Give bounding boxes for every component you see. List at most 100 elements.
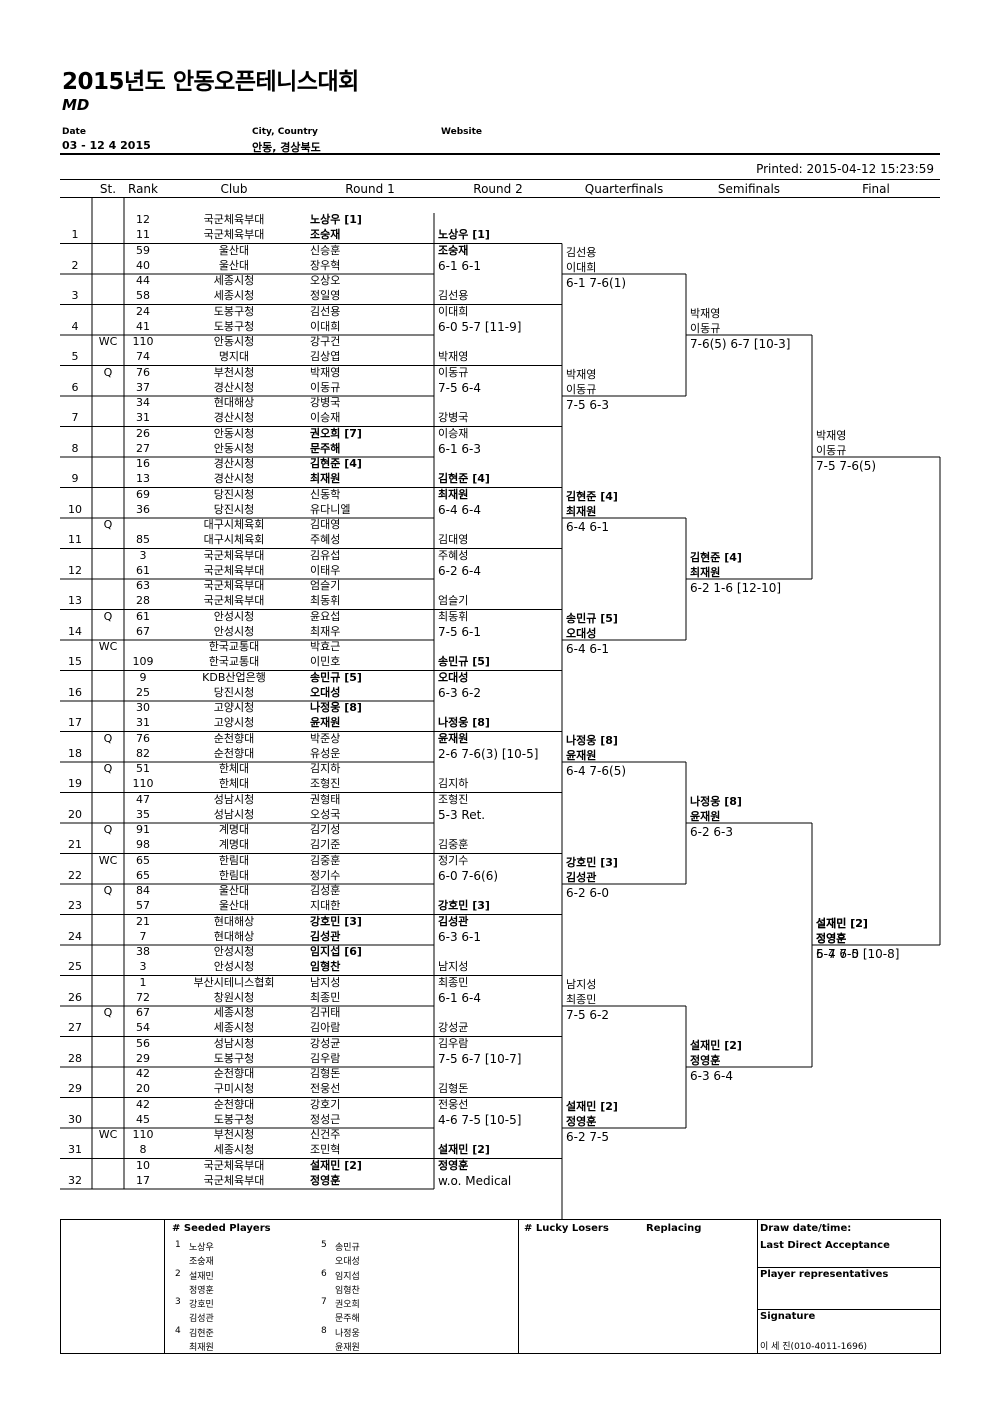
draw-position: 7 — [71, 411, 79, 425]
winner-partner: 정기수 — [438, 853, 469, 867]
col-header-quarterfinals: Quarterfinals — [584, 182, 664, 196]
club-cell: 명지대 — [218, 350, 250, 364]
printed-timestamp: Printed: 2015-04-12 15:23:59 — [756, 162, 934, 176]
qf-winner-name: 강호민 [3] — [566, 855, 618, 869]
status-cell: Q — [103, 884, 113, 897]
rank-cell: 85 — [136, 533, 150, 547]
seed-player: 강호민 — [189, 1300, 214, 1310]
final-winner-name: 박재영 — [816, 428, 847, 442]
match-score: 7-5 6-1 — [438, 624, 482, 639]
seed-number: 7 — [321, 1297, 327, 1307]
winner-partner: 최재원 — [438, 487, 469, 501]
status-cell: Q — [103, 731, 113, 745]
footer-divider — [757, 1309, 940, 1310]
player-name: 김성관 — [310, 929, 341, 943]
winner-name: 김대영 — [438, 533, 469, 547]
player-name: 조민혁 — [310, 1143, 341, 1157]
rank-cell: 110 — [132, 335, 154, 348]
player-name: 윤재원 — [310, 716, 341, 730]
player-name: 조형진 — [310, 777, 341, 791]
player-name: 장우혁 — [310, 258, 341, 272]
player-name: 오대성 — [310, 685, 341, 699]
rank-cell: 74 — [136, 350, 150, 364]
player-name: 김상엽 — [310, 350, 341, 364]
sf-winner-name: 설재민 [2] — [690, 1038, 742, 1052]
qf-winner-partner: 이대희 — [566, 260, 597, 274]
club-cell: 도봉구청 — [213, 304, 255, 318]
rank-cell: 67 — [136, 1006, 150, 1019]
seed-player: 김현준 — [189, 1328, 214, 1339]
seed-player: 설재민 — [189, 1271, 214, 1282]
club-cell: 대구시체육회 — [203, 518, 265, 531]
col-header-club: Club — [220, 182, 248, 196]
club-cell: 안성시청 — [213, 609, 255, 623]
player-name: 강구건 — [310, 335, 341, 348]
player-name: 권오희 [7] — [310, 426, 362, 440]
rank-cell: 26 — [136, 426, 150, 440]
qf-winner-partner: 오대성 — [566, 626, 597, 640]
draw-position: 12 — [68, 563, 82, 577]
club-cell: 순천향대 — [213, 746, 255, 760]
rank-cell: 9 — [139, 670, 147, 684]
player-name: 엄슬기 — [310, 579, 341, 592]
match-score: 5-3 Ret. — [438, 807, 486, 822]
rank-cell: 63 — [136, 579, 150, 592]
status-cell: Q — [103, 609, 113, 623]
rank-cell: 54 — [136, 1021, 150, 1035]
player-name: 강병국 — [310, 396, 341, 409]
club-cell: 현대해상 — [213, 914, 255, 928]
club-cell: 국군체육부대 — [203, 1173, 265, 1187]
status-cell: WC — [98, 1128, 118, 1141]
club-cell: 안성시청 — [213, 960, 255, 974]
club-cell: KDB산업은행 — [202, 670, 266, 684]
rank-cell: 57 — [136, 899, 150, 913]
rank-cell: 44 — [136, 274, 150, 287]
draw-position: 10 — [68, 502, 82, 516]
seed-number: 5 — [321, 1240, 327, 1250]
qf-winner-name: 박재영 — [566, 367, 597, 381]
draw-position: 27 — [68, 1021, 82, 1035]
club-cell: 안동시청 — [213, 335, 255, 348]
date-value: 03 - 12 4 2015 — [62, 139, 151, 152]
winner-partner: 이승재 — [438, 426, 469, 440]
club-cell: 순천향대 — [213, 731, 255, 745]
seed-player: 나정웅 — [335, 1328, 360, 1339]
rank-cell: 72 — [136, 990, 150, 1004]
sf-score: 6-2 6-3 — [690, 825, 734, 839]
qf-winner-partner: 이동규 — [566, 382, 597, 396]
player-name: 정영훈 — [310, 1173, 341, 1187]
club-cell: 국군체육부대 — [203, 579, 265, 592]
club-cell: 경산시청 — [213, 472, 255, 486]
club-cell: 안동시청 — [213, 426, 255, 440]
club-cell: 안성시청 — [213, 624, 255, 638]
draw-position: 1 — [71, 228, 79, 242]
player-name: 박재영 — [310, 365, 341, 379]
player-name: 김기성 — [310, 823, 341, 836]
rank-cell: 84 — [136, 884, 150, 897]
footer-divider — [164, 1220, 165, 1353]
rank-cell: 7 — [139, 929, 147, 943]
final-winner-partner: 정영훈 — [816, 931, 847, 945]
rank-cell: 3 — [139, 960, 147, 974]
player-name: 신승훈 — [310, 243, 341, 257]
rank-cell: 76 — [136, 731, 150, 745]
draw-position: 26 — [68, 990, 82, 1004]
player-name: 정일영 — [310, 289, 341, 303]
qf-score: 6-2 7-5 — [566, 1130, 610, 1144]
seed-number: 4 — [175, 1325, 181, 1336]
winner-name: 남지성 — [438, 960, 469, 974]
rank-cell: 42 — [136, 1097, 150, 1111]
rank-cell: 34 — [136, 396, 150, 409]
sf-winner-name: 박재영 — [690, 306, 721, 320]
club-cell: 울산대 — [218, 899, 250, 913]
draw-position: 15 — [68, 655, 82, 669]
player-representatives-label: Player representatives — [760, 1269, 889, 1280]
player-name: 윤요섭 — [310, 609, 341, 623]
club-cell: 세종시청 — [213, 1143, 255, 1157]
qf-winner-name: 김현준 [4] — [566, 489, 618, 503]
winner-name: 김지하 — [438, 777, 469, 791]
status-cell: Q — [103, 1006, 113, 1019]
rank-cell: 1 — [139, 975, 147, 989]
rank-cell: 51 — [136, 762, 150, 775]
